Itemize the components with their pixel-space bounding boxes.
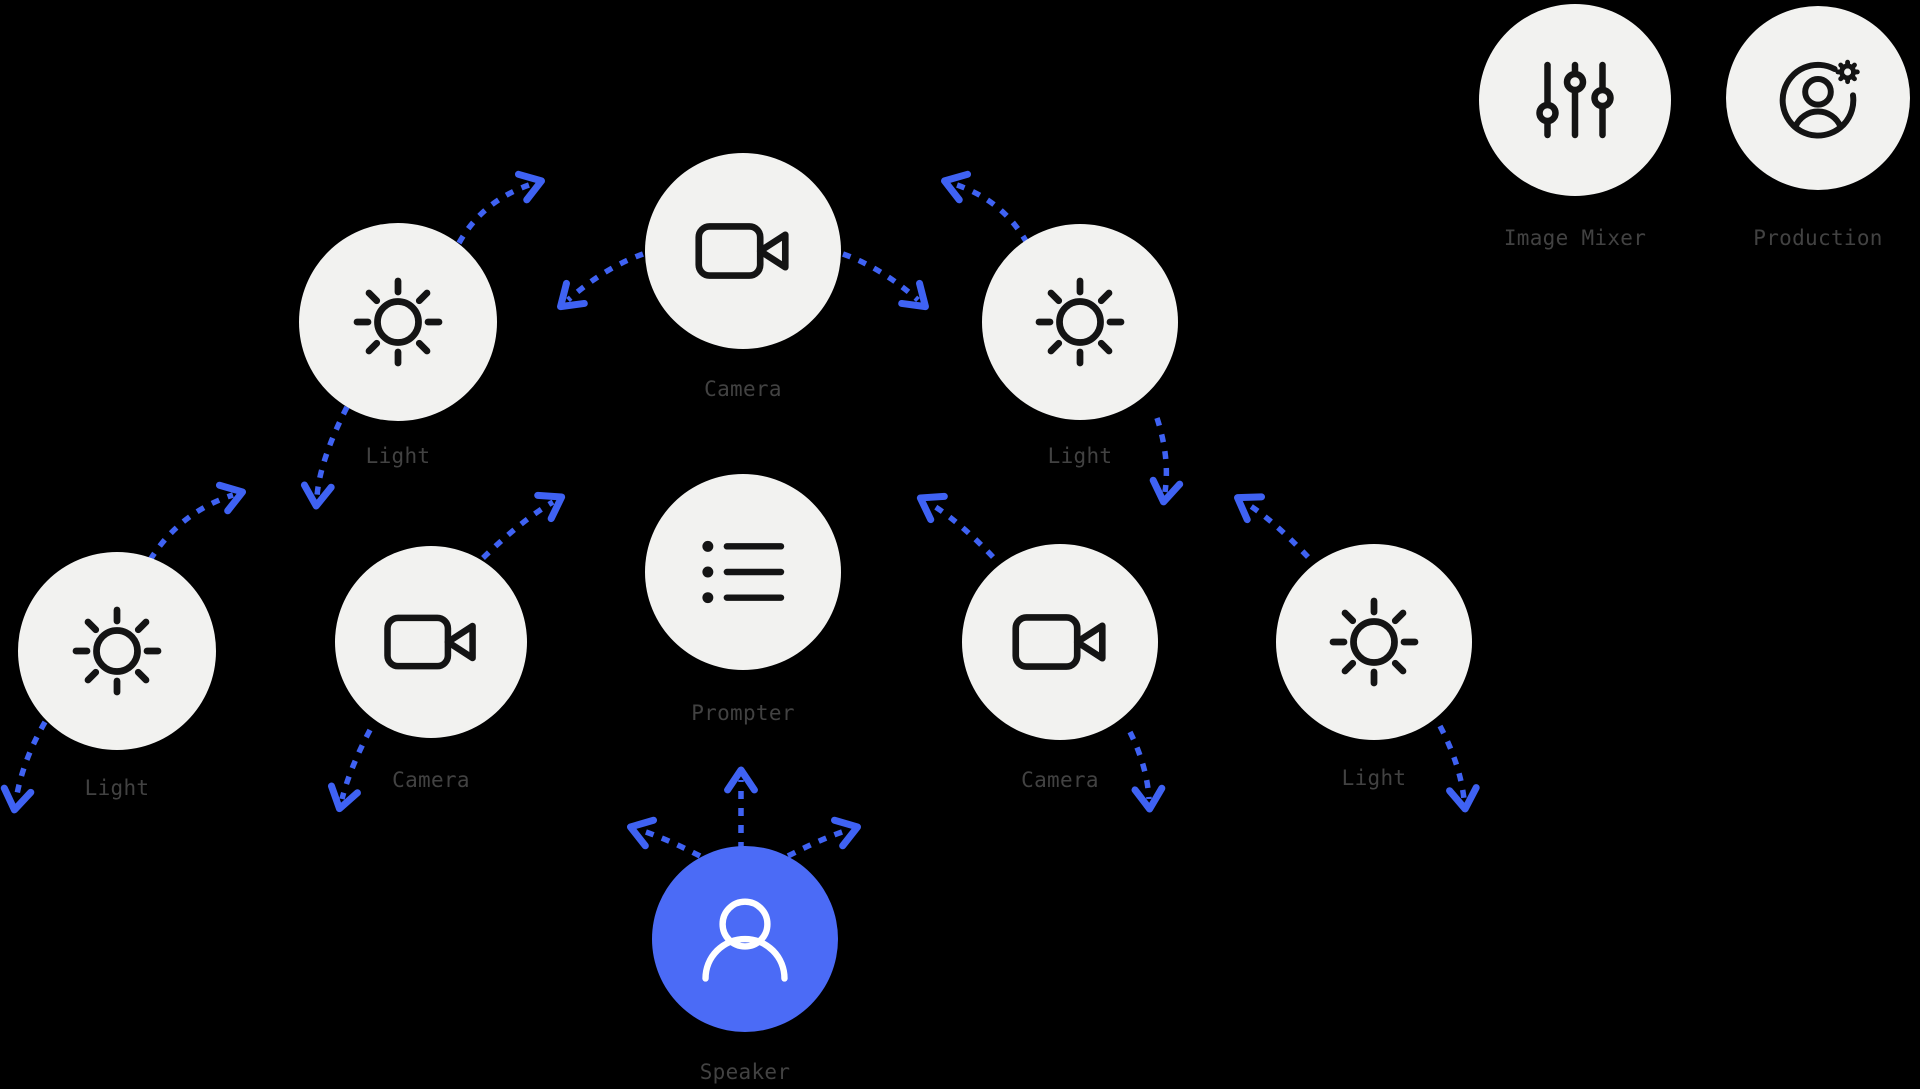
node-image-mixer[interactable]: Image Mixer bbox=[1479, 4, 1671, 250]
arrow-speaker-up bbox=[724, 766, 758, 850]
arrow-light-fl-up-right bbox=[147, 481, 247, 562]
arrow-light-tl-up-right bbox=[456, 170, 546, 245]
node-circle-light-top-right[interactable] bbox=[982, 224, 1178, 420]
arrowhead-icon bbox=[940, 170, 972, 204]
arrow-speaker-up-left bbox=[626, 816, 702, 859]
node-label-camera-top: Camera bbox=[704, 377, 782, 401]
node-label-light-top-right: Light bbox=[1048, 444, 1113, 468]
arrow-line bbox=[566, 251, 644, 303]
arrow-camera-ml-up-right bbox=[481, 491, 566, 560]
arrowhead-icon bbox=[724, 766, 758, 794]
arrow-line bbox=[1154, 417, 1170, 493]
node-light-top-left[interactable]: Light bbox=[299, 223, 497, 468]
arrow-line bbox=[927, 500, 995, 559]
node-label-speaker: Speaker bbox=[700, 1060, 791, 1084]
arrowhead-icon bbox=[215, 481, 247, 515]
node-label-light-top-left: Light bbox=[366, 444, 431, 468]
arrow-line bbox=[1437, 724, 1467, 800]
arrowhead-icon bbox=[1234, 493, 1266, 524]
arrowhead-icon bbox=[300, 481, 335, 510]
arrow-light-tr-up-left bbox=[940, 170, 1030, 245]
arrow-camera-mr-down bbox=[1127, 730, 1166, 813]
arrowhead-icon bbox=[0, 784, 35, 814]
node-camera-top[interactable]: Camera bbox=[645, 153, 841, 401]
arrow-line bbox=[1127, 730, 1152, 800]
arrowhead-icon bbox=[916, 492, 948, 524]
node-light-far-left[interactable]: Light bbox=[18, 552, 216, 800]
arrow-camera-mr-up-left bbox=[916, 492, 995, 559]
node-circle-light-far-left[interactable] bbox=[18, 552, 216, 750]
arrowhead-icon bbox=[1131, 784, 1166, 813]
node-circle-camera-mid-right[interactable] bbox=[962, 544, 1158, 740]
node-camera-mid-left[interactable]: Camera bbox=[335, 546, 527, 792]
arrow-line bbox=[147, 492, 234, 562]
arrow-camera-top-down-right bbox=[842, 251, 929, 311]
node-speaker[interactable]: Speaker bbox=[652, 846, 838, 1084]
node-light-top-right[interactable]: Light bbox=[982, 224, 1178, 468]
arrowhead-icon bbox=[534, 491, 566, 523]
arrow-line bbox=[314, 405, 350, 497]
arrowhead-icon bbox=[626, 816, 658, 850]
arrow-line bbox=[13, 720, 48, 801]
node-label-camera-mid-left: Camera bbox=[392, 768, 470, 792]
arrow-light-tr-down bbox=[1149, 417, 1184, 506]
arrowhead-icon bbox=[327, 782, 361, 813]
arrowhead-icon bbox=[1149, 476, 1184, 506]
node-prompter[interactable]: Prompter bbox=[645, 474, 841, 725]
arrowhead-icon bbox=[514, 170, 546, 204]
node-circle-camera-top[interactable] bbox=[645, 153, 841, 349]
node-label-production: Production bbox=[1753, 226, 1882, 250]
arrowhead-icon bbox=[830, 816, 862, 850]
sliders-icon bbox=[1540, 65, 1611, 135]
arrow-line bbox=[481, 499, 555, 560]
node-circle-camera-mid-left[interactable] bbox=[335, 546, 527, 738]
arrowhead-icon bbox=[1446, 784, 1480, 813]
arrow-light-tl-down bbox=[300, 405, 350, 510]
arrow-camera-top-down-left bbox=[557, 251, 644, 311]
arrow-camera-ml-down bbox=[327, 728, 373, 813]
arrow-line bbox=[456, 181, 533, 245]
arrow-line bbox=[1244, 500, 1310, 559]
arrow-light-r-down bbox=[1437, 724, 1480, 813]
node-label-image-mixer: Image Mixer bbox=[1504, 226, 1646, 250]
arrow-line bbox=[842, 251, 920, 303]
arrows-layer bbox=[0, 170, 1480, 859]
arrowhead-icon bbox=[898, 279, 929, 311]
node-label-camera-mid-right: Camera bbox=[1021, 768, 1099, 792]
node-light-right[interactable]: Light bbox=[1276, 544, 1472, 790]
node-circle-light-top-left[interactable] bbox=[299, 223, 497, 421]
arrowhead-icon bbox=[557, 279, 588, 311]
arrow-line bbox=[786, 827, 849, 859]
node-circle-production[interactable] bbox=[1726, 6, 1910, 190]
arrow-speaker-up-right bbox=[786, 816, 862, 859]
arrow-line bbox=[953, 181, 1030, 245]
node-label-prompter: Prompter bbox=[691, 701, 795, 725]
arrow-line bbox=[339, 728, 373, 800]
arrow-light-r-up-left bbox=[1234, 493, 1310, 559]
node-circle-light-right[interactable] bbox=[1276, 544, 1472, 740]
node-label-light-right: Light bbox=[1342, 766, 1407, 790]
node-label-light-far-left: Light bbox=[85, 776, 150, 800]
arrow-line bbox=[639, 827, 702, 859]
node-camera-mid-right[interactable]: Camera bbox=[962, 544, 1158, 792]
arrow-light-fl-down bbox=[0, 720, 48, 814]
node-production[interactable]: Production bbox=[1726, 6, 1910, 250]
